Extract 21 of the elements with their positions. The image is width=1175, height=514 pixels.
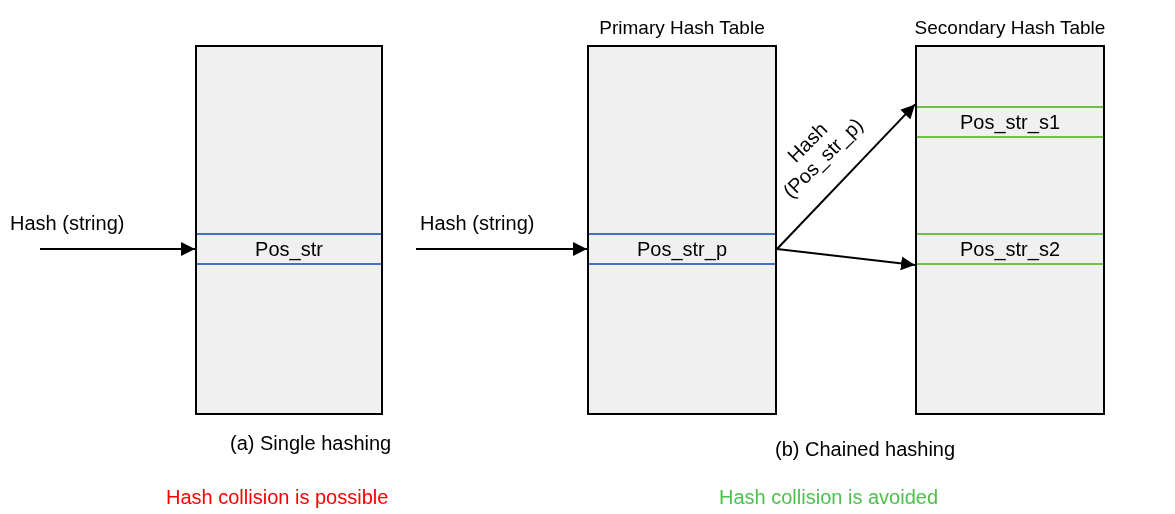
table-entry — [197, 233, 381, 265]
subfigure-caption: (b) Chained hashing — [775, 438, 956, 461]
subfigure-caption: (a) Single hashing — [230, 432, 392, 455]
table-entry — [917, 106, 1103, 138]
note: Hash collision is avoided — [719, 486, 938, 509]
table-entry — [589, 233, 775, 265]
arrow — [776, 103, 916, 250]
table-heading: Primary Hash Table — [599, 17, 765, 39]
entry-text: Pos_str_p — [636, 237, 728, 261]
note: Hash collision is possible — [166, 486, 389, 509]
entry-text: Pos_str — [255, 237, 323, 261]
edge-label: Hash (string) — [10, 212, 125, 235]
entry-text: Pos_str_s1 — [959, 110, 1061, 134]
hash-table — [195, 45, 383, 415]
table-heading: Secondary Hash Table — [914, 17, 1106, 39]
arrow — [776, 248, 916, 271]
edge-label: Hash (string) — [420, 212, 535, 235]
arrow — [39, 242, 196, 256]
arrow — [415, 242, 588, 256]
table-entry — [917, 233, 1103, 265]
entry-text: Pos_str_s2 — [959, 237, 1061, 261]
